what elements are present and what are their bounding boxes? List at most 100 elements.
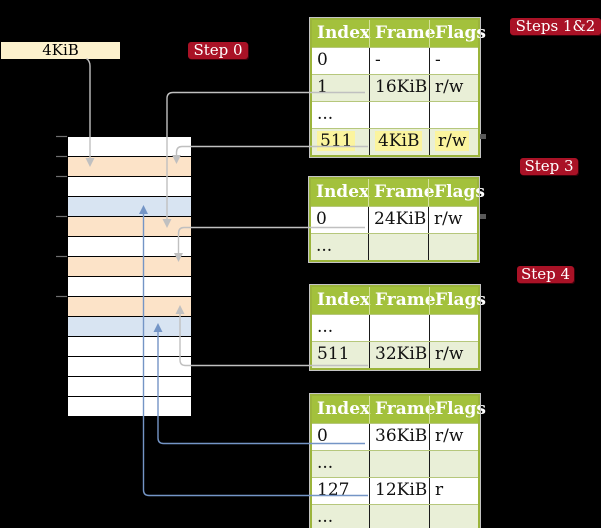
table-row: ... xyxy=(312,101,478,128)
step-3-badge: Step 3 xyxy=(520,158,578,175)
memory-frame-cell-white xyxy=(68,396,191,416)
column-header-flags: Flags xyxy=(428,179,485,206)
table-cell xyxy=(369,505,429,528)
table-row: ... xyxy=(312,504,478,528)
cell-value: 36KiB xyxy=(375,426,428,446)
memory-frame-cell-blue xyxy=(68,316,191,336)
cell-value: ... xyxy=(316,236,333,256)
table-cell: - xyxy=(429,48,478,74)
cell-value: 1 xyxy=(317,77,328,97)
cell-value: 511 xyxy=(317,131,356,151)
cell-value: r/w xyxy=(435,426,464,446)
table-row: 127 12KiB r xyxy=(312,477,478,504)
cell-value: ... xyxy=(317,453,334,473)
table-cell: 24KiB xyxy=(368,207,428,233)
cell-value: r/w xyxy=(435,77,464,97)
cell-value: 511 xyxy=(317,344,350,364)
table-cell xyxy=(369,315,429,341)
cell-value: 12KiB xyxy=(375,480,428,500)
table-cell: r xyxy=(429,478,478,504)
cell-value: 0 xyxy=(317,50,328,70)
memory-frame-cell-white xyxy=(68,137,191,156)
table-cell xyxy=(429,102,478,128)
cell-value: ... xyxy=(317,507,334,527)
table-cell: ... xyxy=(312,315,369,341)
table-cell: r/w xyxy=(429,424,478,450)
cell-value: 24KiB xyxy=(374,209,427,229)
table-cell: r/w xyxy=(429,342,478,368)
table-cell: r/w xyxy=(428,207,477,233)
column-header-flags: Flags xyxy=(429,20,486,47)
table-cell xyxy=(368,234,428,260)
cell-value: 32KiB xyxy=(375,344,428,364)
table-cell: 12KiB xyxy=(369,478,429,504)
table-cell: 511 xyxy=(312,129,369,155)
table-cell: ... xyxy=(312,102,369,128)
column-header-frame: Frame xyxy=(369,20,436,47)
table-cell: ... xyxy=(311,234,368,260)
cell-value: 127 xyxy=(317,480,350,500)
column-header-frame: Frame xyxy=(369,396,436,423)
table-cell: ... xyxy=(312,505,369,528)
table-cell: 0 xyxy=(311,207,368,233)
table-cell: 1 xyxy=(312,75,369,101)
table-cell xyxy=(369,102,429,128)
page-size-label: 4KiB xyxy=(42,41,79,59)
cell-value: ... xyxy=(317,104,334,124)
memory-frame-cell-white xyxy=(68,336,191,356)
memory-frame-cell-orange xyxy=(68,256,191,276)
cell-value: - xyxy=(375,50,381,70)
column-header-frame: Frame xyxy=(369,287,436,314)
memory-frame-cell-orange xyxy=(68,216,191,236)
table-row: ... xyxy=(312,450,478,477)
table-cell: 127 xyxy=(312,478,369,504)
table-cell xyxy=(429,505,478,528)
cell-value: 4KiB xyxy=(375,131,423,151)
step-4-label: Step 4 xyxy=(520,265,571,283)
cell-value: 16KiB xyxy=(375,77,428,97)
table-cell: r/w xyxy=(429,75,478,101)
column-header-index: Index xyxy=(316,182,370,202)
table-row: 0 36KiB r/w xyxy=(312,423,478,450)
steps-1-2-label: Steps 1&2 xyxy=(515,17,596,35)
table-cell xyxy=(429,315,478,341)
cell-value: 0 xyxy=(316,209,327,229)
page-size-box: 4KiB xyxy=(1,42,120,59)
step-3-label: Step 3 xyxy=(524,157,574,175)
column-header-index: Index xyxy=(317,23,371,43)
table-cell: 16KiB xyxy=(369,75,429,101)
table-cell: ... xyxy=(312,451,369,477)
table-cell: 4KiB xyxy=(369,129,429,155)
memory-frame-cell-white xyxy=(68,236,191,256)
column-header-index: Index xyxy=(317,290,371,310)
connector-stub xyxy=(480,214,486,219)
cell-value: 0 xyxy=(317,426,328,446)
table-cell: - xyxy=(369,48,429,74)
step-0-badge: Step 0 xyxy=(188,42,248,59)
table-row: 0 - - xyxy=(312,47,478,74)
memory-frame-cell-orange xyxy=(68,156,191,176)
memory-stack xyxy=(67,136,192,417)
table-row: ... xyxy=(312,314,478,341)
table-cell: 0 xyxy=(312,424,369,450)
cell-value: r/w xyxy=(434,209,463,229)
table-row: 0 24KiB r/w xyxy=(311,206,477,233)
cell-value: r xyxy=(435,480,444,500)
memory-frame-cell-white xyxy=(68,376,191,396)
table-cell: 36KiB xyxy=(369,424,429,450)
table-cell: 32KiB xyxy=(369,342,429,368)
table-row: ... xyxy=(311,233,477,260)
cell-value: - xyxy=(435,50,441,70)
table-cell: r/w xyxy=(429,129,478,155)
table-row: 511 4KiB r/w xyxy=(312,128,478,155)
steps-1-2-badge: Steps 1&2 xyxy=(510,18,601,35)
table-cell: 511 xyxy=(312,342,369,368)
